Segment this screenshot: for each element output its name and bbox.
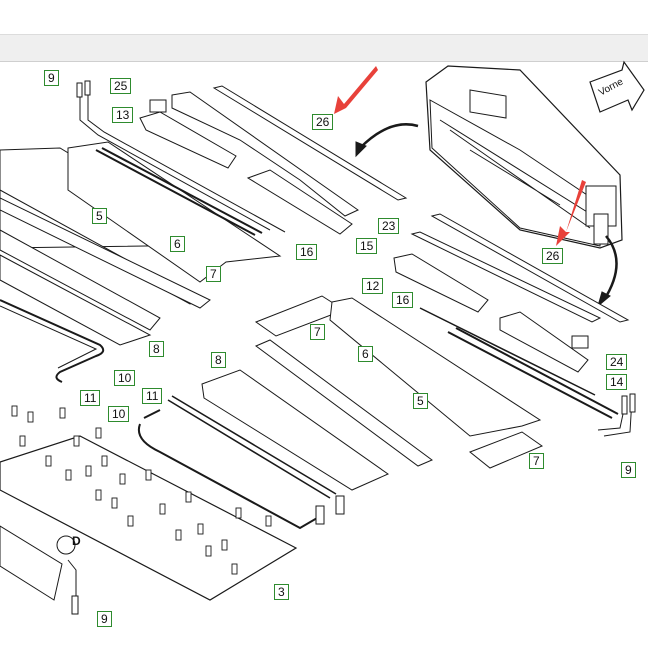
- callout-16-upper: 16: [296, 244, 318, 260]
- gasket-23: [410, 231, 602, 323]
- strip-5-left: [0, 197, 211, 309]
- bar-13b: [101, 147, 263, 234]
- callout-11-mid: 11: [142, 388, 163, 404]
- connector-9-upper-a: [79, 90, 271, 231]
- board-3: [0, 435, 298, 601]
- bottom-strip: [0, 525, 63, 601]
- plate-8-left: [0, 229, 161, 331]
- plate-7-bottom: [469, 431, 544, 469]
- direction-arrow: [589, 60, 645, 113]
- block-13: [139, 111, 237, 169]
- callout-16-right: 16: [392, 292, 414, 308]
- block-24: [499, 311, 589, 373]
- diagram-drawing: [0, 60, 645, 615]
- callout-8-mid: 8: [211, 352, 226, 368]
- bar-14a: [447, 331, 613, 419]
- toolbar-strip: [0, 34, 648, 62]
- gasket-upper: [171, 91, 359, 217]
- callout-26-lower: 26: [542, 248, 564, 264]
- callout-9-right: 9: [621, 462, 636, 478]
- exploded-diagram: 9 25 13 26 5 6 16 15 23 7 26 12 16 8 7 6…: [0, 60, 648, 646]
- bar-14b: [455, 327, 619, 415]
- callout-10-mid: 10: [108, 406, 130, 422]
- callout-3: 3: [274, 584, 289, 600]
- cable-10-mid: [138, 409, 325, 530]
- plate-6-mid: [329, 297, 542, 437]
- block-12: [393, 253, 489, 313]
- callout-7-left: 7: [206, 266, 221, 282]
- bar-26-lower: [430, 213, 630, 323]
- callout-6-mid: 6: [358, 346, 373, 362]
- plate-6-left: [67, 141, 282, 283]
- callout-5-left: 5: [92, 208, 107, 224]
- callout-8-left: 8: [149, 341, 164, 357]
- plate-8-mid: [201, 369, 390, 491]
- callout-9-upper: 9: [44, 70, 59, 86]
- callout-7-bottom: 7: [529, 453, 544, 469]
- callout-23: 23: [378, 218, 400, 234]
- cable-11-mid: [167, 395, 337, 499]
- curved-arrow-upper: [359, 123, 419, 149]
- red-arrows: [334, 66, 586, 246]
- callout-5-mid: 5: [413, 393, 428, 409]
- strip-5-mid: [255, 339, 433, 467]
- plate-8-left-b: [0, 254, 152, 346]
- cable-10-left: [0, 299, 105, 383]
- bar-16-right: [419, 307, 596, 396]
- block-15: [246, 169, 353, 235]
- callout-9-bottom: 9: [97, 611, 112, 627]
- callout-7-mid: 7: [310, 324, 325, 340]
- callout-6-left: 6: [170, 236, 185, 252]
- callout-11-left: 11: [80, 390, 101, 406]
- callout-12: 12: [362, 278, 384, 294]
- callout-24: 24: [606, 354, 628, 370]
- bar-13a: [95, 149, 256, 236]
- callout-25: 25: [110, 78, 132, 94]
- top-whitespace: [0, 0, 648, 34]
- callout-15: 15: [356, 238, 378, 254]
- detail-d-label: D: [72, 534, 81, 548]
- callout-13: 13: [112, 107, 134, 123]
- board-studs: [11, 405, 272, 575]
- cable-10-left-inner: [0, 305, 98, 369]
- detail-d-circle: [56, 535, 76, 555]
- connector-9-bottom: [67, 559, 77, 600]
- callout-26-upper: 26: [312, 114, 334, 130]
- callout-14: 14: [606, 374, 628, 390]
- callout-10-left: 10: [114, 370, 136, 386]
- curved-arrow-lower: [602, 235, 618, 301]
- machine-body: [425, 65, 623, 249]
- bar-26-upper: [212, 85, 408, 201]
- connector-9-upper-b: [87, 88, 286, 233]
